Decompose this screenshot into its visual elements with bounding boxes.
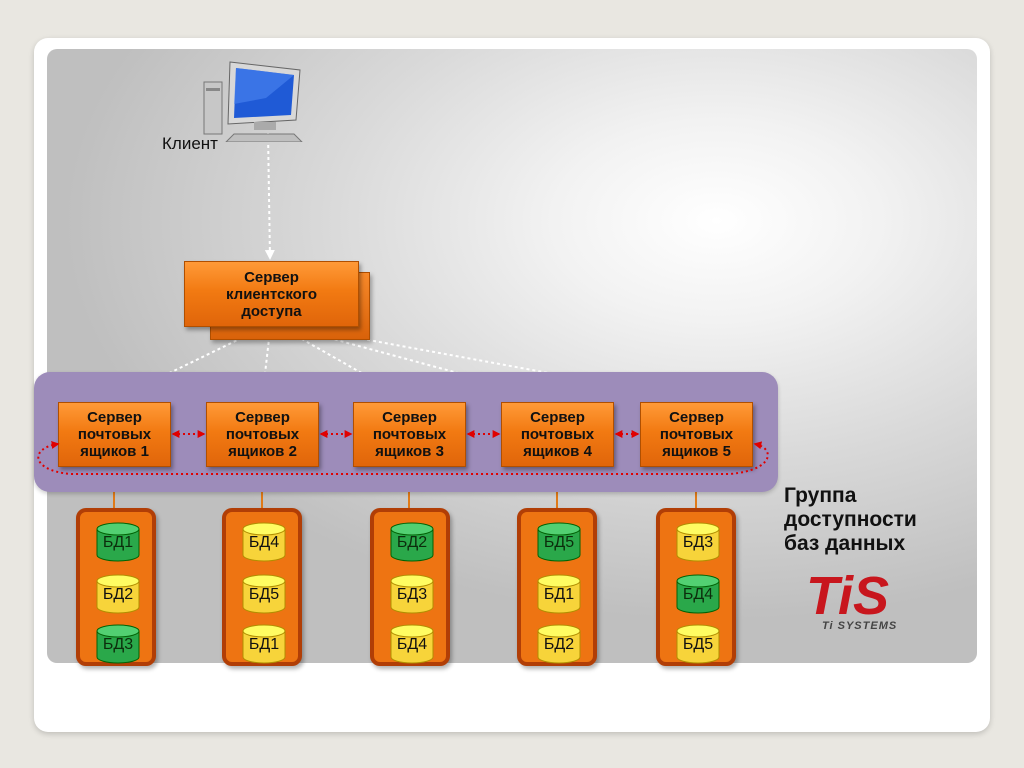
database-cylinder: БД1 <box>242 624 286 664</box>
database-icon <box>537 624 581 664</box>
database-label: БД4 <box>396 636 428 653</box>
database-icon <box>676 574 720 614</box>
database-cylinder: БД4 <box>676 574 720 614</box>
cas-line: Сервер <box>244 268 299 286</box>
database-label: БД5 <box>248 586 280 603</box>
server-line: почтовых <box>77 426 152 443</box>
database-cylinder: БД4 <box>390 624 434 664</box>
database-icon <box>242 522 286 562</box>
database-icon <box>537 574 581 614</box>
database-icon <box>390 574 434 614</box>
mailbox-server-4: Сервер почтовых ящиков 4 <box>501 402 614 467</box>
database-icon <box>242 574 286 614</box>
client-access-server: Сервер клиентского доступа <box>184 261 359 327</box>
server-line: Сервер <box>530 409 585 426</box>
server-line: Сервер <box>87 409 142 426</box>
computer-icon <box>203 61 303 142</box>
database-label: БД3 <box>102 636 134 653</box>
client-label: Клиент <box>162 134 218 153</box>
database-label: БД5 <box>543 534 575 551</box>
database-icon <box>96 522 140 562</box>
slide-canvas <box>47 49 977 663</box>
database-cylinder: БД3 <box>676 522 720 562</box>
database-cylinder: БД5 <box>242 574 286 614</box>
server-line: Сервер <box>669 409 724 426</box>
mailbox-server-5: Сервер почтовых ящиков 5 <box>640 402 753 467</box>
cas-mailbox-link <box>299 329 559 403</box>
database-icon <box>537 522 581 562</box>
database-cylinder: БД2 <box>537 624 581 664</box>
database-icon <box>96 624 140 664</box>
database-icon <box>390 624 434 664</box>
cas-line: доступа <box>241 302 302 320</box>
server-line: Сервер <box>235 409 290 426</box>
database-icon <box>676 624 720 664</box>
ag-line: баз данных <box>784 532 906 555</box>
client-cas-link <box>264 132 275 260</box>
database-label: БД2 <box>396 534 428 551</box>
database-cylinder: БД3 <box>96 624 140 664</box>
database-label: БД1 <box>248 636 280 653</box>
database-icon <box>242 624 286 664</box>
database-label: БД1 <box>543 586 575 603</box>
logo-text: Ti SYSTEMS <box>822 620 898 632</box>
database-label: БД3 <box>396 586 428 603</box>
database-label: БД2 <box>102 586 134 603</box>
database-cylinder: БД5 <box>537 522 581 562</box>
availability-group-label: Группа доступности баз данных <box>784 484 954 556</box>
server-line: почтовых <box>659 426 734 443</box>
database-label: БД1 <box>102 534 134 551</box>
database-label: БД4 <box>248 534 280 551</box>
database-cylinder: БД1 <box>537 574 581 614</box>
logo-mark: TiS <box>806 566 889 624</box>
database-cylinder: БД1 <box>96 522 140 562</box>
server-line: почтовых <box>520 426 595 443</box>
server-line: Сервер <box>382 409 437 426</box>
cas-mailbox-link <box>313 329 698 404</box>
cas-line: клиентского <box>225 285 318 303</box>
database-cylinder: БД2 <box>96 574 140 614</box>
mailbox-server-2: Сервер почтовых ящиков 2 <box>206 402 319 467</box>
tis-logo: TiS <box>806 566 889 624</box>
server-line: почтовых <box>225 426 300 443</box>
mailbox-server-1: Сервер почтовых ящиков 1 <box>58 402 171 467</box>
database-label: БД4 <box>682 586 714 603</box>
database-icon <box>96 574 140 614</box>
ag-line: Группа <box>784 484 857 507</box>
database-cylinder: БД4 <box>242 522 286 562</box>
database-cylinder: БД2 <box>390 522 434 562</box>
database-label: БД3 <box>682 534 714 551</box>
database-cylinder: БД3 <box>390 574 434 614</box>
ag-line: доступности <box>784 508 917 531</box>
database-cylinder: БД5 <box>676 624 720 664</box>
database-label: БД2 <box>543 636 575 653</box>
server-line: почтовых <box>372 426 447 443</box>
database-icon <box>676 522 720 562</box>
database-icon <box>390 522 434 562</box>
database-label: БД5 <box>682 636 714 653</box>
